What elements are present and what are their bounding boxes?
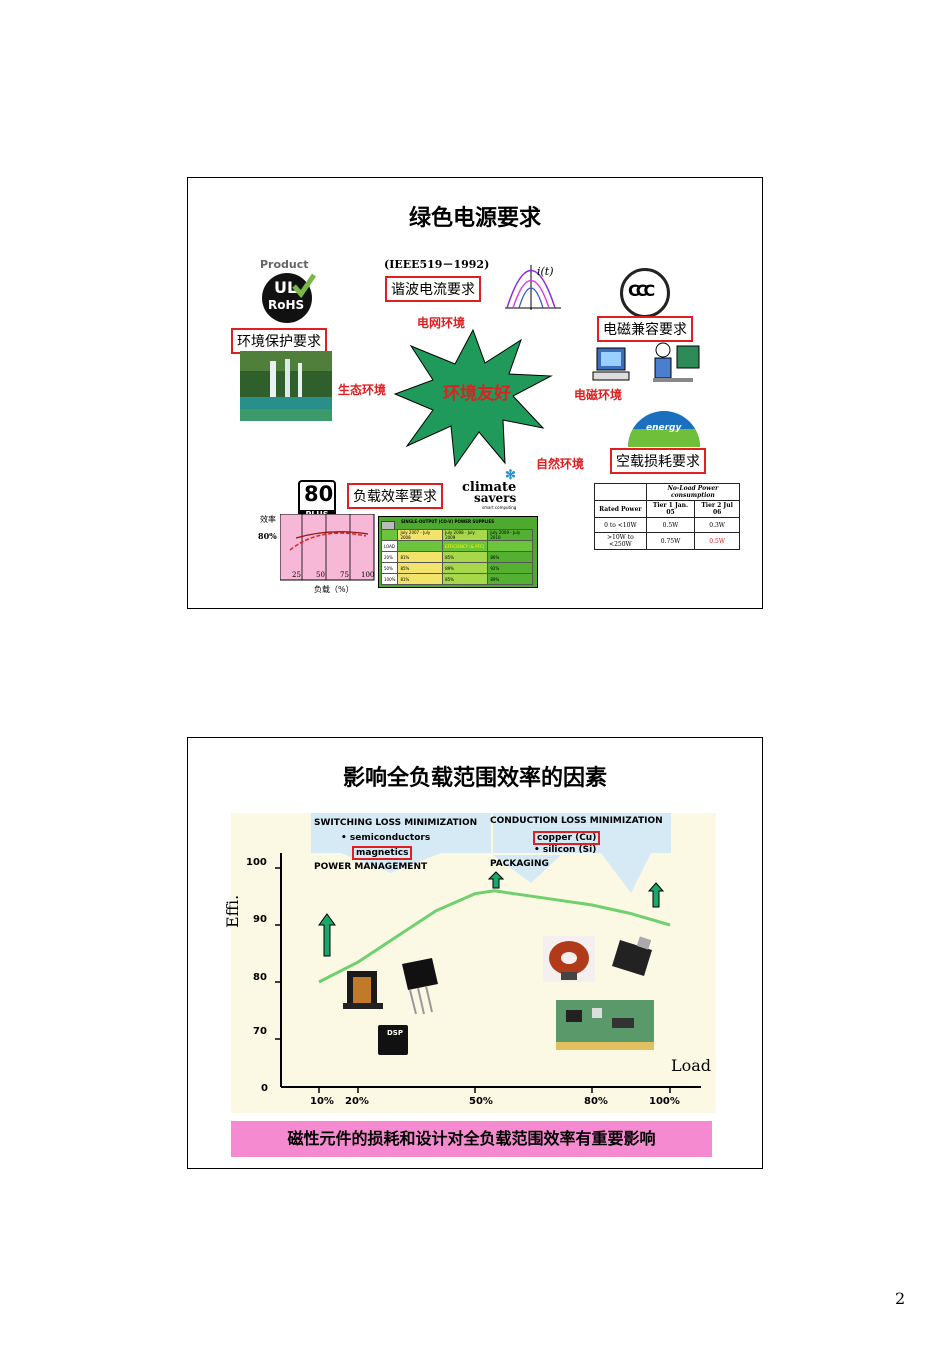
copper-item: copper (Cu): [533, 831, 601, 845]
harmonic-current-box: 谐波电流要求: [385, 276, 481, 302]
energy-star-logo: energy: [628, 411, 700, 447]
conduction-loss-label: CONDUCTION LOSS MINIMIZATION: [490, 816, 663, 826]
ul-rohs-logo: Product UL RoHS: [258, 258, 318, 326]
load-efficiency-box: 负载效率要求: [347, 483, 443, 509]
dsp-label: DSP: [387, 1029, 403, 1037]
x-tick-20: 20%: [345, 1096, 369, 1107]
up-arrow-icon: [488, 871, 504, 889]
y-tick-90: 90: [253, 914, 267, 925]
computer-users-illustration: [592, 342, 700, 382]
ieee-standard: (IEEE519－1992): [384, 258, 490, 271]
slide-title: 绿色电源要求: [408, 206, 541, 231]
toroid-inductor-image: [543, 936, 595, 982]
up-arrow-icon: [318, 913, 336, 957]
smd-mosfet-image: [612, 936, 652, 976]
circuit-board-image: [556, 1000, 654, 1050]
star-label: 环境友好: [443, 384, 511, 404]
y-tick-100: 100: [246, 857, 267, 868]
y-tick-80: 80: [253, 972, 267, 983]
page-number: 2: [895, 1289, 906, 1308]
y-axis-label: Effi.: [223, 894, 242, 928]
eff-xtick-25: 25: [292, 571, 301, 579]
electromagnetic-environment-label: 电磁环境: [574, 388, 623, 402]
y-tick-70: 70: [253, 1026, 267, 1037]
natural-environment-label: 自然环境: [536, 457, 585, 471]
eff-chart-xlabel: 负载（%）: [314, 585, 354, 594]
transformer-image: [343, 971, 383, 1009]
switching-loss-label: SWITCHING LOSS MINIMIZATION: [314, 818, 478, 828]
power-management-label: POWER MANAGEMENT: [314, 862, 428, 872]
ccc-logo: CCC: [620, 268, 670, 318]
harmonic-waveform-icon: [505, 265, 561, 310]
eff-xtick-100: 100: [361, 571, 375, 579]
conclusion-banner: 磁性元件的损耗和设计对全负载范围效率有重要影响: [231, 1121, 712, 1157]
ecology-environment-label: 生态环境: [338, 383, 387, 397]
eff-xtick-50: 50: [316, 571, 325, 579]
efficiency-mini-chart: [280, 514, 375, 581]
x-tick-100: 100%: [649, 1096, 680, 1107]
x-axis-label: Load: [671, 1056, 712, 1075]
grid-environment-label: 电网环境: [417, 316, 466, 330]
up-arrow-icon: [648, 882, 664, 908]
x-tick-10: 10%: [310, 1096, 334, 1107]
y-tick-0: 0: [261, 1083, 268, 1094]
x-tick-80: 80%: [584, 1096, 608, 1107]
check-icon: [292, 273, 317, 299]
slide-green-power-requirements: 绿色电源要求 Product UL RoHS (IEEE519－1992) 谐波…: [187, 177, 763, 609]
eff-chart-ylabel: 效率: [260, 515, 276, 524]
x-tick-50: 50%: [469, 1096, 493, 1107]
silicon-item: • silicon (Si): [534, 845, 597, 855]
slide-full-load-efficiency-factors: 影响全负载范围效率的因素 Effi. 100 90 80 70 0 10% 20…: [187, 737, 763, 1169]
dsp-chip-image: [378, 1025, 408, 1055]
packaging-label: PACKAGING: [490, 859, 549, 869]
eff-chart-80-label: 80%: [258, 531, 277, 541]
power-transistor-image: [402, 958, 438, 1015]
efficiency-curve: [318, 889, 671, 984]
emc-requirement-box: 电磁兼容要求: [597, 316, 693, 342]
eff-xtick-75: 75: [340, 571, 349, 579]
snowflake-icon: ✻: [505, 468, 516, 483]
no-load-loss-box: 空载损耗要求: [610, 448, 706, 474]
climate-savers-logo: ✻ climate savers smart computing: [462, 468, 517, 510]
slide-title: 影响全负载范围效率的因素: [342, 766, 607, 791]
80plus-efficiency-table: SINGLE-OUTPUT (CO-V) POWER SUPPLIES July…: [378, 516, 538, 588]
magnetics-item: magnetics: [352, 846, 413, 860]
environmental-protection-box: 环境保护要求: [231, 328, 327, 354]
current-label: i(t): [537, 265, 554, 278]
semiconductors-item: • semiconductors: [341, 833, 431, 843]
waterfall-image: [240, 351, 332, 421]
no-load-power-table: No-Load Power consumption Rated Power Ti…: [594, 483, 741, 550]
environment-friendly-star: [393, 328, 553, 468]
